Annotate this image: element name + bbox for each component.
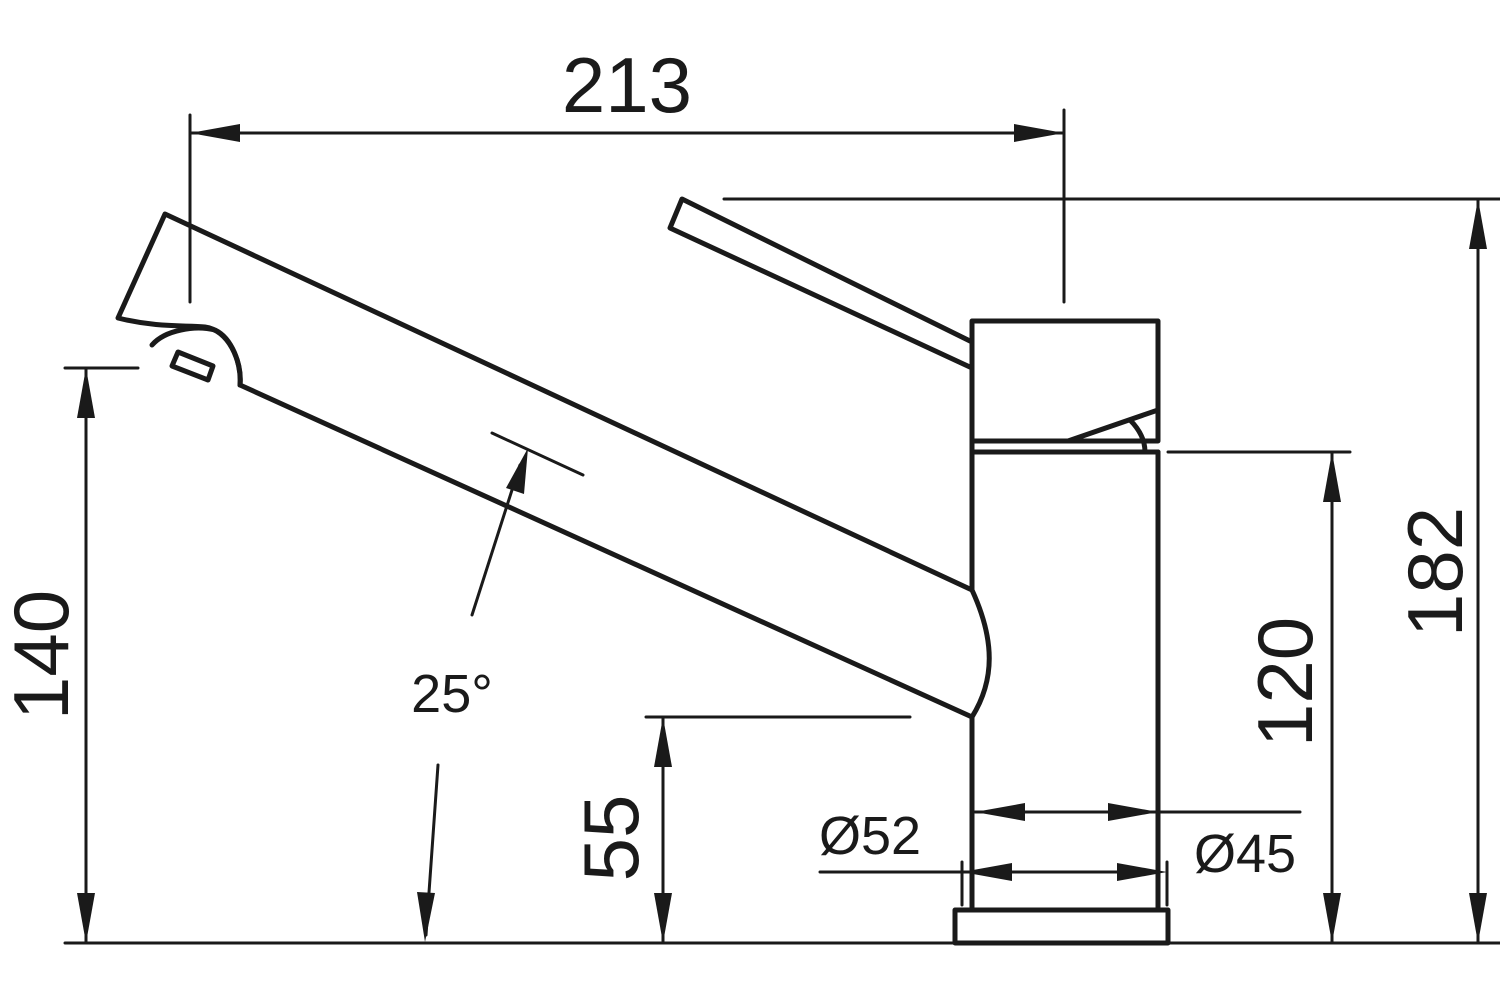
diameter-52-label: Ø52 bbox=[819, 806, 921, 866]
base-plate bbox=[952, 907, 1171, 946]
aerator-slot bbox=[169, 349, 216, 383]
diameter-45-label: Ø45 bbox=[1194, 824, 1296, 884]
dimension-140: 140 bbox=[0, 366, 140, 945]
dimension-140-label: 140 bbox=[0, 590, 85, 720]
dimension-182: 182 bbox=[722, 197, 1500, 945]
aerator bbox=[149, 325, 243, 388]
dimension-diameter-45: Ø45 bbox=[973, 803, 1302, 884]
dimension-182-label: 182 bbox=[1391, 507, 1479, 637]
cap-skirt bbox=[969, 407, 1161, 444]
dimension-angle: 25° bbox=[411, 431, 585, 942]
dimension-120: 120 bbox=[1166, 450, 1352, 945]
dimension-55-label: 55 bbox=[567, 795, 655, 882]
angle-label: 25° bbox=[411, 664, 493, 724]
dimension-55: 55 bbox=[567, 715, 912, 945]
dimension-213: 213 bbox=[188, 41, 1066, 304]
dimension-diameter-52: Ø52 bbox=[818, 806, 1169, 907]
lever-handle bbox=[667, 196, 975, 371]
dimension-120-label: 120 bbox=[1241, 617, 1329, 747]
spout bbox=[115, 211, 992, 720]
dimension-213-label: 213 bbox=[562, 41, 692, 129]
cap-cartridge bbox=[1127, 417, 1148, 455]
